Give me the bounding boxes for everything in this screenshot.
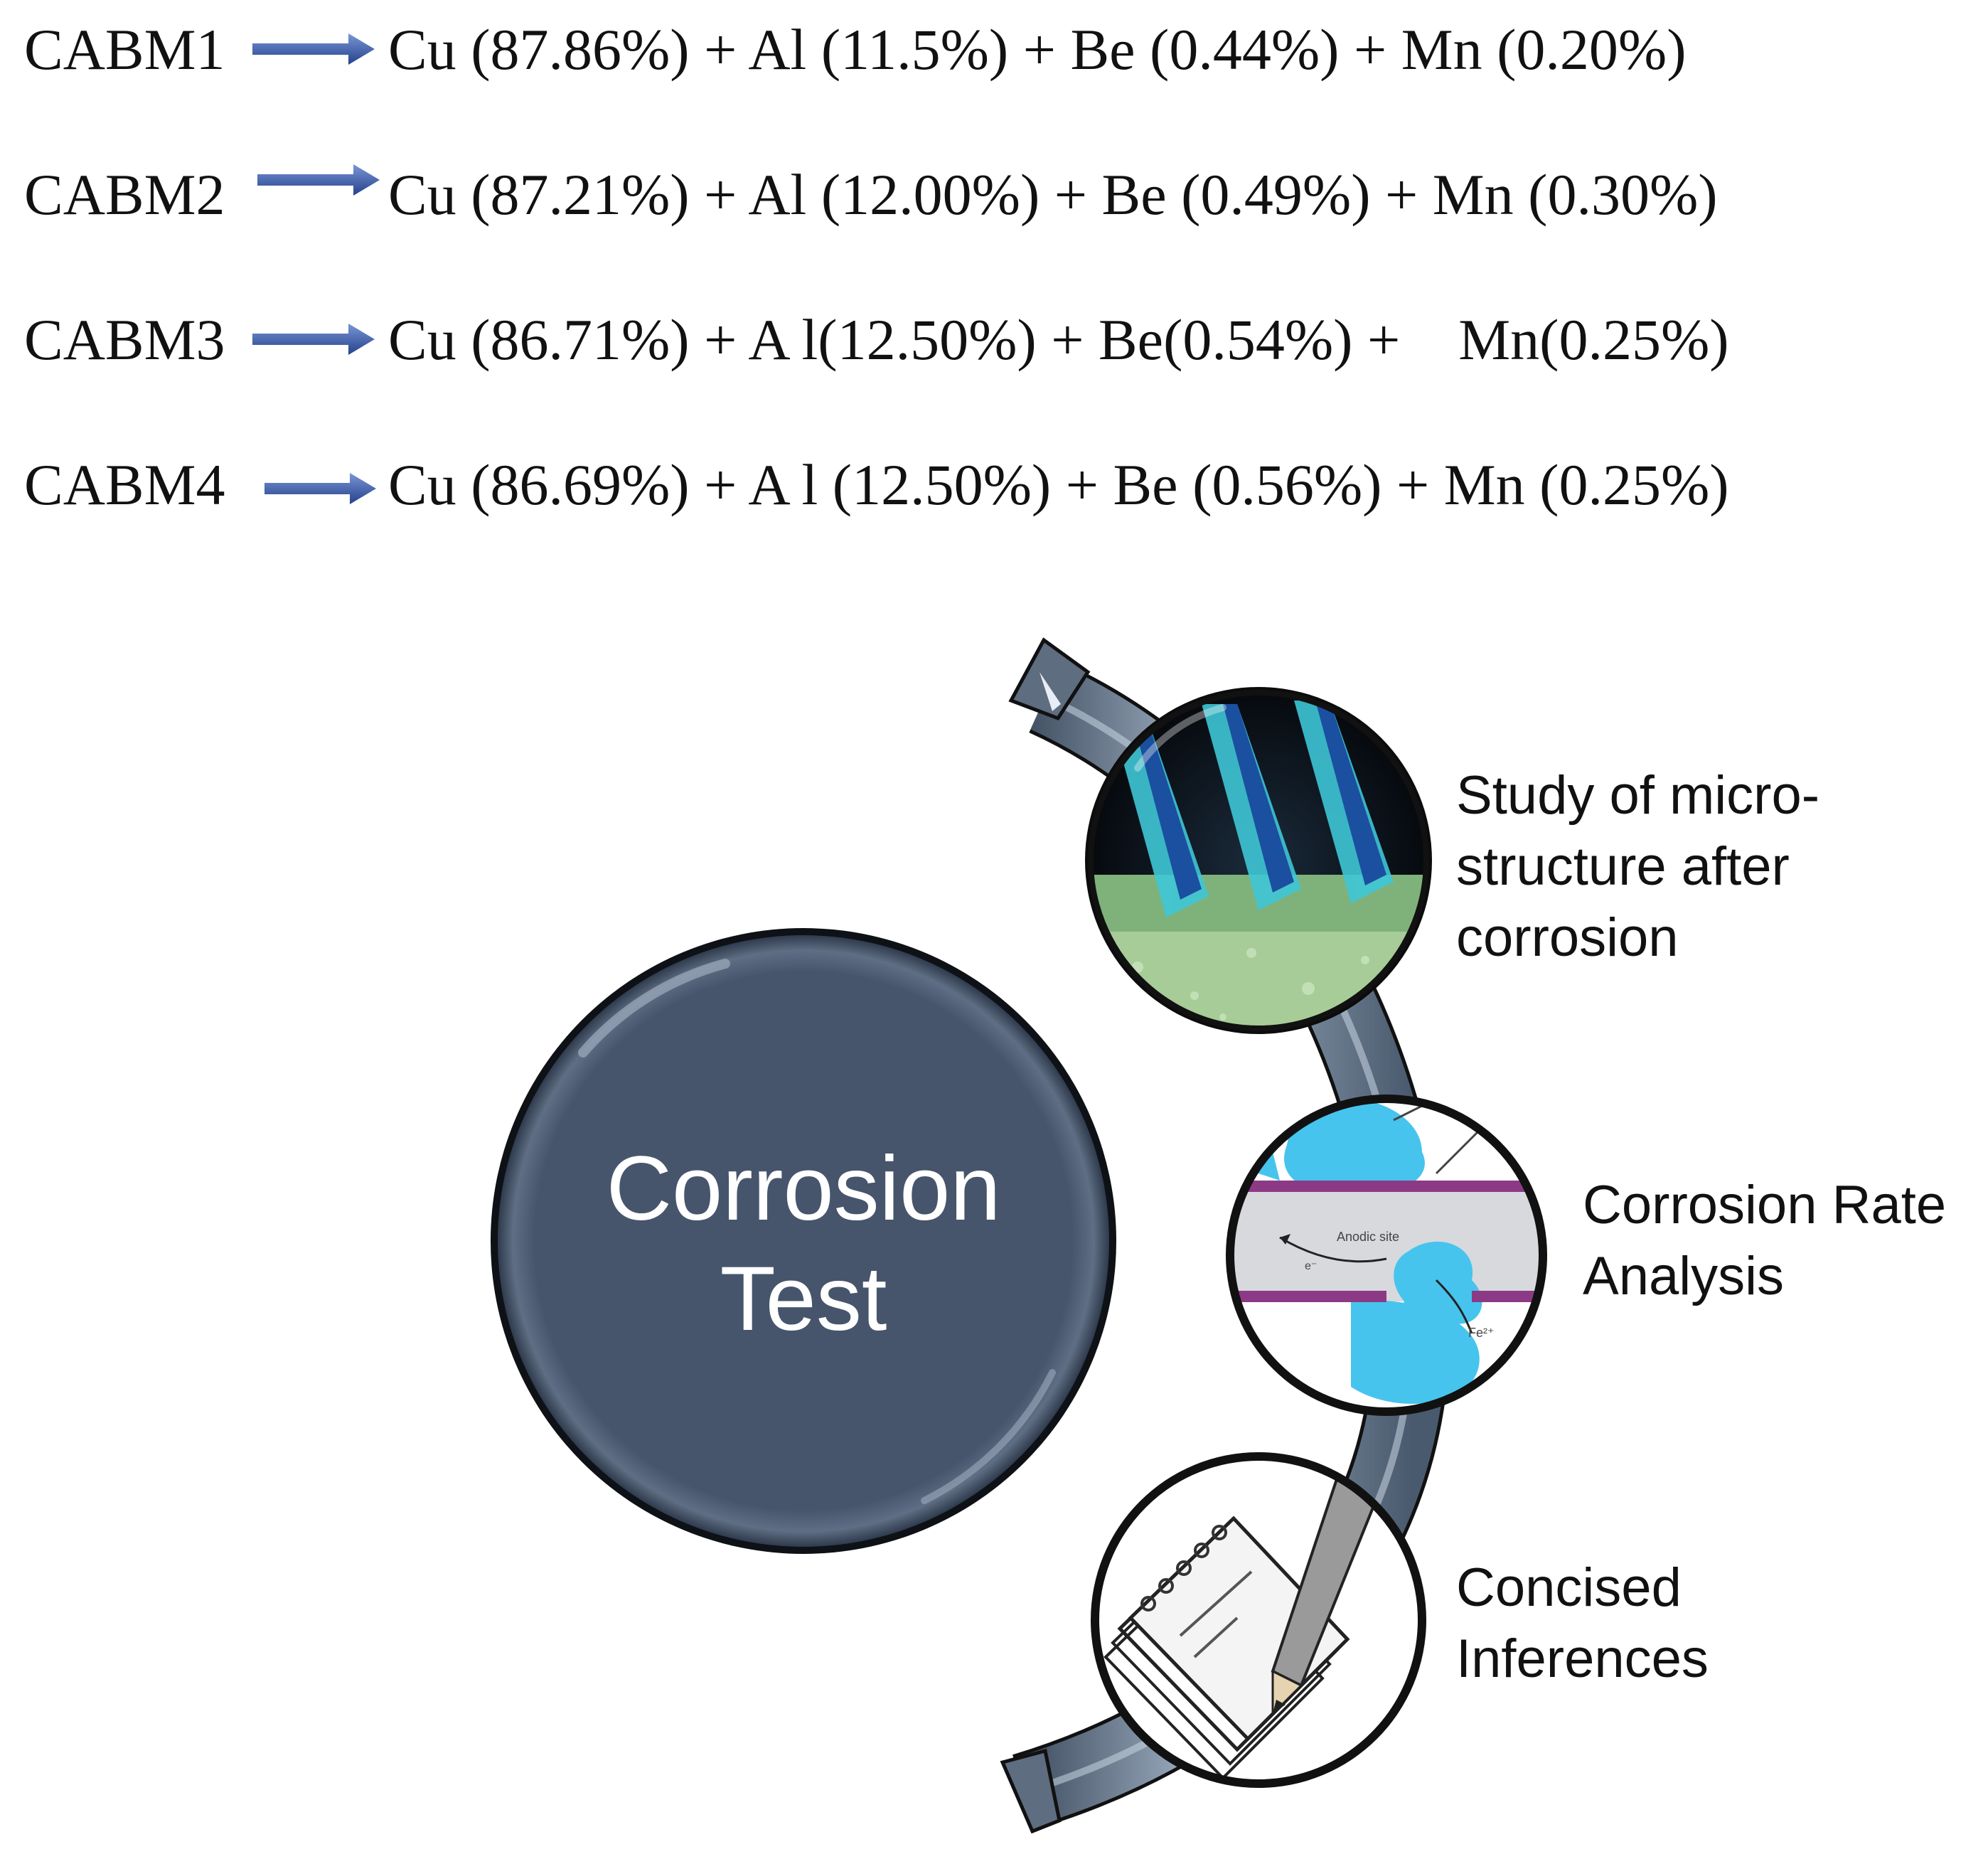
composition-row-2: CABM2 Cu (87.21%) + Al (12.00%) + Be (0.…: [0, 152, 1988, 238]
alloy-name: CABM3: [24, 307, 225, 372]
right-arrow-icon: [257, 164, 380, 196]
composition-formula: Cu (87.86%) + Al (11.5%) + Be (0.44%) + …: [388, 17, 1687, 82]
step-inferences: Concised Inferences: [1091, 1452, 1709, 1788]
corrosion-cell-icon: Anodic site e⁻ Fe²⁺: [1231, 1100, 1541, 1404]
composition-row-1: CABM1 Cu (87.86%) + Al (11.5%) + Be (0.4…: [0, 7, 1988, 92]
electron-text: e⁻: [1305, 1260, 1317, 1272]
alloy-name: CABM4: [24, 452, 225, 517]
step-label-line1: Corrosion Rate: [1583, 1175, 1946, 1235]
arc-bottom-cap: [1000, 1748, 1062, 1834]
composition-formula: Cu (86.69%) + A l (12.50%) + Be (0.56%) …: [388, 452, 1729, 517]
composition-row-4: CABM4 Cu (86.69%) + A l (12.50%) + Be (0…: [0, 442, 1988, 528]
step-label-line1: Study of micro-: [1456, 765, 1819, 826]
anodic-site-text: Anodic site: [1337, 1230, 1399, 1244]
step-label-line2: structure after: [1456, 836, 1790, 897]
step-corrosion-rate: Anodic site e⁻ Fe²⁺ Corrosion Rate Analy…: [1226, 1094, 1946, 1416]
step-microstructure: Study of micro- structure after corrosio…: [1085, 687, 1819, 1034]
iron-ion-text: Fe²⁺: [1468, 1326, 1495, 1340]
alloy-name: CABM1: [24, 17, 225, 82]
composition-formula: Cu (86.71%) + A l(12.50%) + Be(0.54%) + …: [388, 307, 1729, 372]
composition-row-3: CABM3 Cu (86.71%) + A l(12.50%) + Be(0.5…: [0, 297, 1988, 383]
right-arrow-icon: [252, 33, 375, 65]
right-arrow-icon: [264, 473, 376, 504]
hub-label-line1: Corrosion: [606, 1138, 1001, 1240]
right-arrow-icon: [252, 324, 375, 355]
arc-top-cap: [1008, 637, 1091, 721]
step-label-line1: Concised: [1456, 1557, 1682, 1618]
hub-label-line2: Test: [720, 1248, 887, 1350]
alloy-name: CABM2: [24, 162, 225, 227]
composition-formula: Cu (87.21%) + Al (12.00%) + Be (0.49%) +…: [388, 162, 1718, 227]
notepad-pencil-icon: [1103, 1477, 1378, 1780]
step-label-line2: Analysis: [1583, 1246, 1784, 1306]
corrosion-test-hub: Corrosion Test: [491, 928, 1116, 1554]
arc-top-cap-highlight: [1040, 672, 1061, 711]
step-label-line3: corrosion: [1456, 907, 1679, 968]
microstructure-icon: [1091, 693, 1426, 1028]
step-label-line2: Inferences: [1456, 1629, 1709, 1689]
